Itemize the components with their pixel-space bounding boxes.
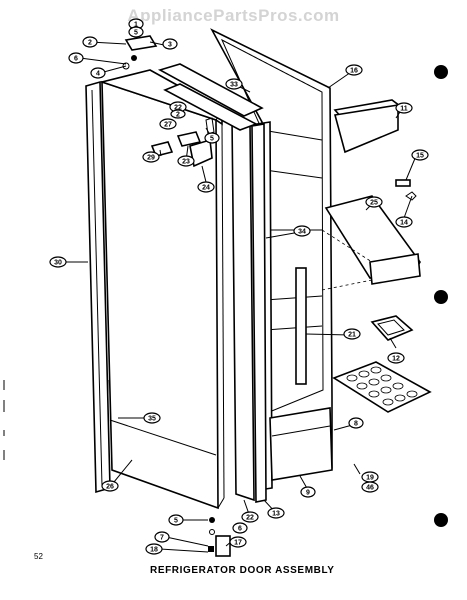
label-9: 9 xyxy=(300,486,316,498)
svg-text:18: 18 xyxy=(150,547,158,554)
label-3: 3 xyxy=(162,38,178,50)
label-13: 13 xyxy=(267,507,285,519)
label-5-mid: 5 xyxy=(204,132,220,144)
shelf-clip xyxy=(395,179,417,201)
svg-text:5: 5 xyxy=(210,136,214,143)
svg-text:34: 34 xyxy=(298,229,306,236)
svg-text:5: 5 xyxy=(134,30,138,37)
label-27: 27 xyxy=(159,118,177,130)
svg-text:19: 19 xyxy=(366,475,374,482)
top-cap xyxy=(157,63,264,131)
label-14: 14 xyxy=(395,216,413,228)
label-16: 16 xyxy=(345,64,363,76)
label-29: 29 xyxy=(142,151,160,163)
svg-text:2: 2 xyxy=(176,112,180,119)
door-handle xyxy=(295,267,307,385)
svg-text:11: 11 xyxy=(400,106,408,113)
svg-text:46: 46 xyxy=(366,485,374,492)
svg-text:26: 26 xyxy=(106,484,114,491)
binder-hole-middle xyxy=(434,290,448,304)
svg-text:5: 5 xyxy=(174,518,178,525)
label-19: 19 xyxy=(361,471,379,483)
svg-text:6: 6 xyxy=(74,56,78,63)
svg-text:7: 7 xyxy=(160,535,164,542)
label-24: 24 xyxy=(197,181,215,193)
label-30: 30 xyxy=(49,256,67,268)
label-11: 11 xyxy=(395,102,413,114)
bottom-hinge xyxy=(208,517,231,557)
label-22-bottom: 22 xyxy=(241,511,259,523)
svg-text:30: 30 xyxy=(54,260,62,267)
svg-text:12: 12 xyxy=(392,356,400,363)
diagram-caption: REFRIGERATOR DOOR ASSEMBLY xyxy=(150,565,335,576)
label-25: 25 xyxy=(365,196,383,208)
binder-hole-top xyxy=(434,65,448,79)
label-23: 23 xyxy=(177,155,195,167)
door-trim-parts xyxy=(150,117,215,168)
label-33: 33 xyxy=(225,78,243,90)
page-number: 52 xyxy=(34,552,43,561)
svg-text:2: 2 xyxy=(88,40,92,47)
watermark: AppliancePartsPros.com xyxy=(127,6,340,25)
svg-text:27: 27 xyxy=(164,122,172,129)
label-2-sub: 2 xyxy=(170,109,186,119)
label-2: 2 xyxy=(82,36,98,48)
svg-text:33: 33 xyxy=(230,82,238,89)
label-21: 21 xyxy=(343,328,361,340)
svg-text:22: 22 xyxy=(246,515,254,522)
label-18: 18 xyxy=(145,543,163,555)
label-15: 15 xyxy=(411,149,429,161)
egg-tray xyxy=(332,361,432,413)
label-17: 17 xyxy=(229,536,247,548)
label-7: 7 xyxy=(154,531,170,543)
svg-text:3: 3 xyxy=(168,42,172,49)
svg-text:24: 24 xyxy=(202,185,210,192)
svg-text:35: 35 xyxy=(148,416,156,423)
bottom-liner-section xyxy=(269,407,333,481)
svg-text:17: 17 xyxy=(234,540,242,547)
svg-text:13: 13 xyxy=(272,511,280,518)
label-46: 46 xyxy=(361,481,379,493)
svg-text:6: 6 xyxy=(238,526,242,533)
label-5-bottom: 5 xyxy=(168,514,184,526)
label-35: 35 xyxy=(143,412,161,424)
label-34: 34 xyxy=(293,225,311,237)
side-gasket xyxy=(231,116,267,503)
butter-tray xyxy=(370,315,414,341)
svg-text:25: 25 xyxy=(370,200,378,207)
svg-text:29: 29 xyxy=(147,155,155,162)
outer-door-panel xyxy=(99,69,225,510)
label-5-top: 5 xyxy=(128,26,144,38)
binder-hole-bottom xyxy=(434,513,448,527)
label-26: 26 xyxy=(101,480,119,492)
label-8: 8 xyxy=(348,417,364,429)
part-labels: 1 5 2 3 6 4 33 16 22 2 27 5 11 29 23 15 … xyxy=(49,18,429,555)
leader-lines xyxy=(64,41,417,553)
svg-text:9: 9 xyxy=(306,490,310,497)
svg-text:1: 1 xyxy=(134,22,138,29)
svg-text:23: 23 xyxy=(182,159,190,166)
svg-text:14: 14 xyxy=(400,220,408,227)
svg-text:4: 4 xyxy=(96,71,100,78)
svg-text:8: 8 xyxy=(354,421,358,428)
svg-text:22: 22 xyxy=(174,105,182,112)
svg-text:15: 15 xyxy=(416,153,424,160)
door-shelf-upper xyxy=(333,99,402,154)
label-6-bottom: 6 xyxy=(232,522,248,534)
door-shelf-lower xyxy=(321,195,421,291)
svg-text:16: 16 xyxy=(350,68,358,75)
label-12: 12 xyxy=(387,352,405,364)
svg-text:21: 21 xyxy=(348,332,356,339)
label-4: 4 xyxy=(90,67,106,79)
label-6-top: 6 xyxy=(68,52,84,64)
